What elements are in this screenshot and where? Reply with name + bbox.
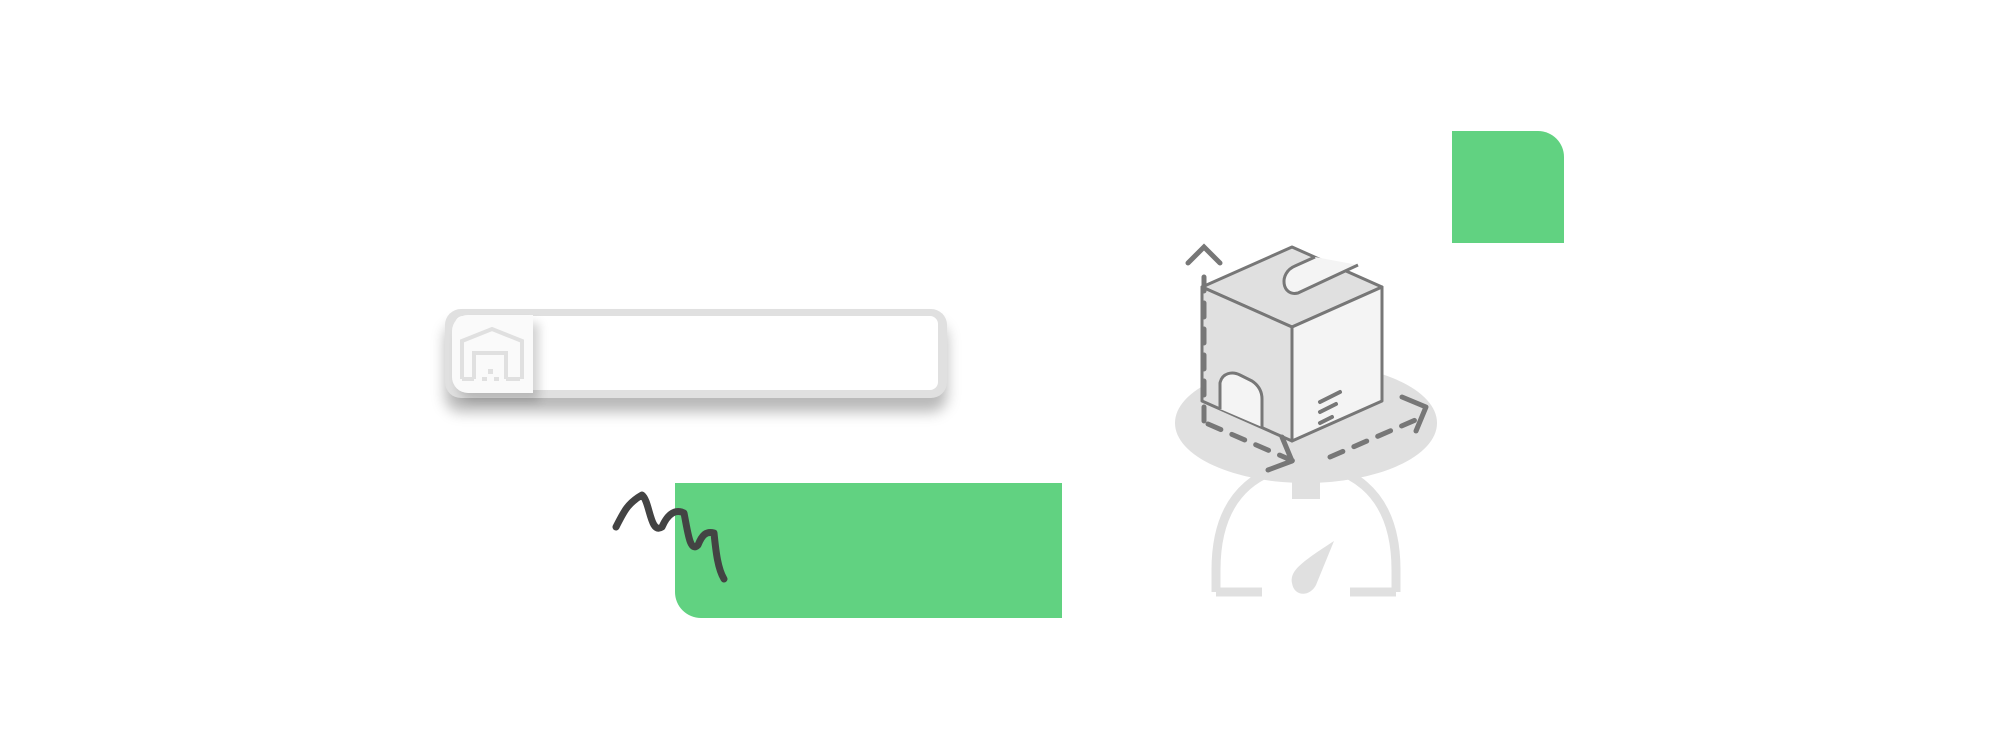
- search-input[interactable]: [455, 316, 938, 390]
- isometric-box-icon: [1200, 245, 1384, 443]
- scribble-mark: [612, 491, 728, 583]
- green-block-large: [675, 483, 1062, 618]
- warehouse-icon: [460, 326, 524, 381]
- green-block-small: [1452, 131, 1564, 243]
- warehouse-icon-button[interactable]: [452, 315, 533, 393]
- package-on-scale-illustration: [1175, 243, 1437, 597]
- gauge-needle-icon: [1291, 541, 1334, 594]
- up-arrow-icon: [1185, 243, 1223, 424]
- rotate-arrow-icon: [1205, 394, 1429, 473]
